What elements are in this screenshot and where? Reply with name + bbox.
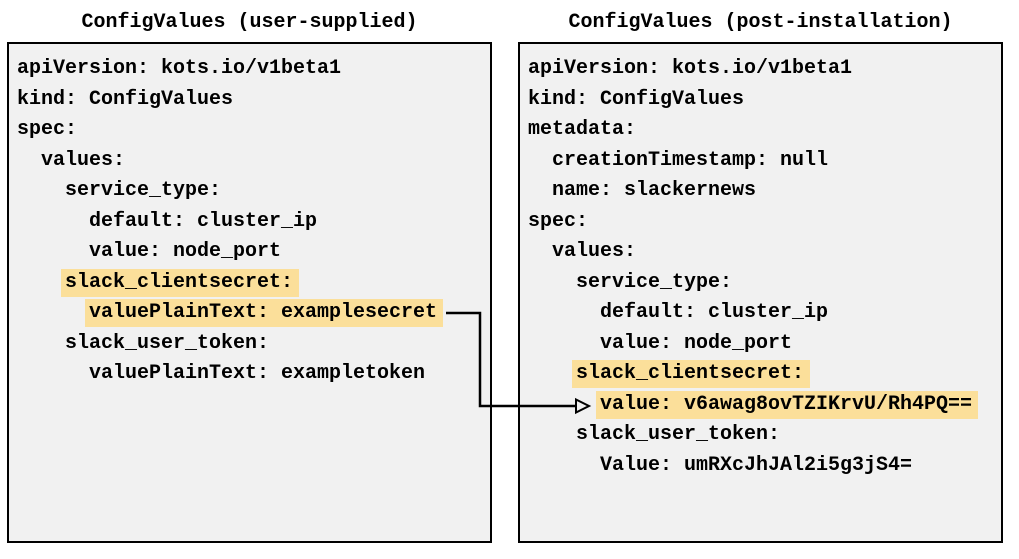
- yaml-text: slack_user_token:: [65, 331, 270, 355]
- yaml-line: kind: ConfigValues: [528, 85, 1001, 116]
- yaml-line: slack_clientsecret:: [17, 268, 490, 299]
- highlighted-yaml-text: slack_clientsecret:: [61, 268, 300, 297]
- left-panel: apiVersion: kots.io/v1beta1 kind: ConfigV…: [7, 42, 492, 543]
- highlighted-yaml-text: valuePlainText: examplesecret: [85, 299, 444, 327]
- yaml-line: valuePlainText: exampletoken: [17, 359, 490, 390]
- yaml-line: slack_user_token:: [17, 329, 490, 360]
- left-panel-yaml: apiVersion: kots.io/v1beta1 kind: ConfigV…: [17, 54, 490, 390]
- highlighted-yaml-text: slack_clientsecret:: [572, 360, 811, 388]
- yaml-line: metadata:: [528, 115, 1001, 146]
- yaml-text: apiVersion: kots.io/v1beta1: [17, 57, 342, 80]
- yaml-line: slack_user_token:: [528, 420, 1001, 451]
- yaml-line: apiVersion: kots.io/v1beta1: [17, 54, 490, 85]
- yaml-text: kind: ConfigValues: [17, 87, 234, 111]
- user-supplied-section: ConfigValues (user-supplied) apiVersion:…: [7, 8, 492, 543]
- yaml-text: value: node_port: [600, 331, 793, 355]
- yaml-text: values:: [552, 240, 637, 263]
- yaml-text: Value: umRXcJhJAl2i5g3jS4=: [600, 453, 913, 477]
- yaml-line: slack_clientsecret:: [528, 359, 1001, 390]
- yaml-line: spec:: [17, 115, 490, 146]
- yaml-text: name: slackernews: [552, 179, 757, 202]
- yaml-line: values:: [17, 146, 490, 177]
- yaml-line: name: slackernews: [528, 176, 1001, 207]
- left-panel-title: ConfigValues (user-supplied): [81, 11, 418, 34]
- yaml-text: creationTimestamp: null: [552, 148, 829, 172]
- yaml-line: service_type:: [528, 268, 1001, 299]
- right-panel-yaml: apiVersion: kots.io/v1beta1 kind: ConfigV…: [528, 54, 1001, 481]
- yaml-text: value: node_port: [89, 240, 282, 263]
- yaml-text: service_type:: [576, 270, 733, 294]
- yaml-text: valuePlainText: exampletoken: [89, 362, 426, 385]
- yaml-line: kind: ConfigValues: [17, 85, 490, 116]
- yaml-text: default: cluster_ip: [600, 301, 829, 324]
- yaml-text: slack_user_token:: [576, 423, 781, 446]
- yaml-text: apiVersion: kots.io/v1beta1: [528, 57, 853, 80]
- yaml-line: creationTimestamp: null: [528, 146, 1001, 177]
- right-panel-title: ConfigValues (post-installation): [568, 11, 953, 34]
- yaml-line: value: v6awag8ovTZIKrvU/Rh4PQ==: [528, 390, 1001, 421]
- yaml-line: service_type:: [17, 176, 490, 207]
- yaml-line: value: node_port: [528, 329, 1001, 360]
- yaml-line: apiVersion: kots.io/v1beta1: [528, 54, 1001, 85]
- yaml-text: default: cluster_ip: [89, 209, 318, 233]
- yaml-text: values:: [41, 148, 126, 172]
- yaml-text: spec:: [528, 209, 589, 233]
- yaml-line: valuePlainText: examplesecret: [17, 298, 490, 329]
- yaml-line: value: node_port: [17, 237, 490, 268]
- post-installation-section: ConfigValues (post-installation) apiVers…: [518, 8, 1003, 543]
- right-panel: apiVersion: kots.io/v1beta1 kind: ConfigV…: [518, 42, 1003, 543]
- yaml-line: default: cluster_ip: [528, 298, 1001, 329]
- yaml-line: spec:: [528, 207, 1001, 238]
- yaml-text: metadata:: [528, 118, 637, 141]
- yaml-line: default: cluster_ip: [17, 207, 490, 238]
- yaml-text: service_type:: [65, 179, 222, 202]
- yaml-text: kind: ConfigValues: [528, 87, 745, 111]
- yaml-line: Value: umRXcJhJAl2i5g3jS4=: [528, 451, 1001, 482]
- yaml-text: spec:: [17, 118, 78, 141]
- highlighted-yaml-text: value: v6awag8ovTZIKrvU/Rh4PQ==: [596, 390, 979, 419]
- yaml-line: values:: [528, 237, 1001, 268]
